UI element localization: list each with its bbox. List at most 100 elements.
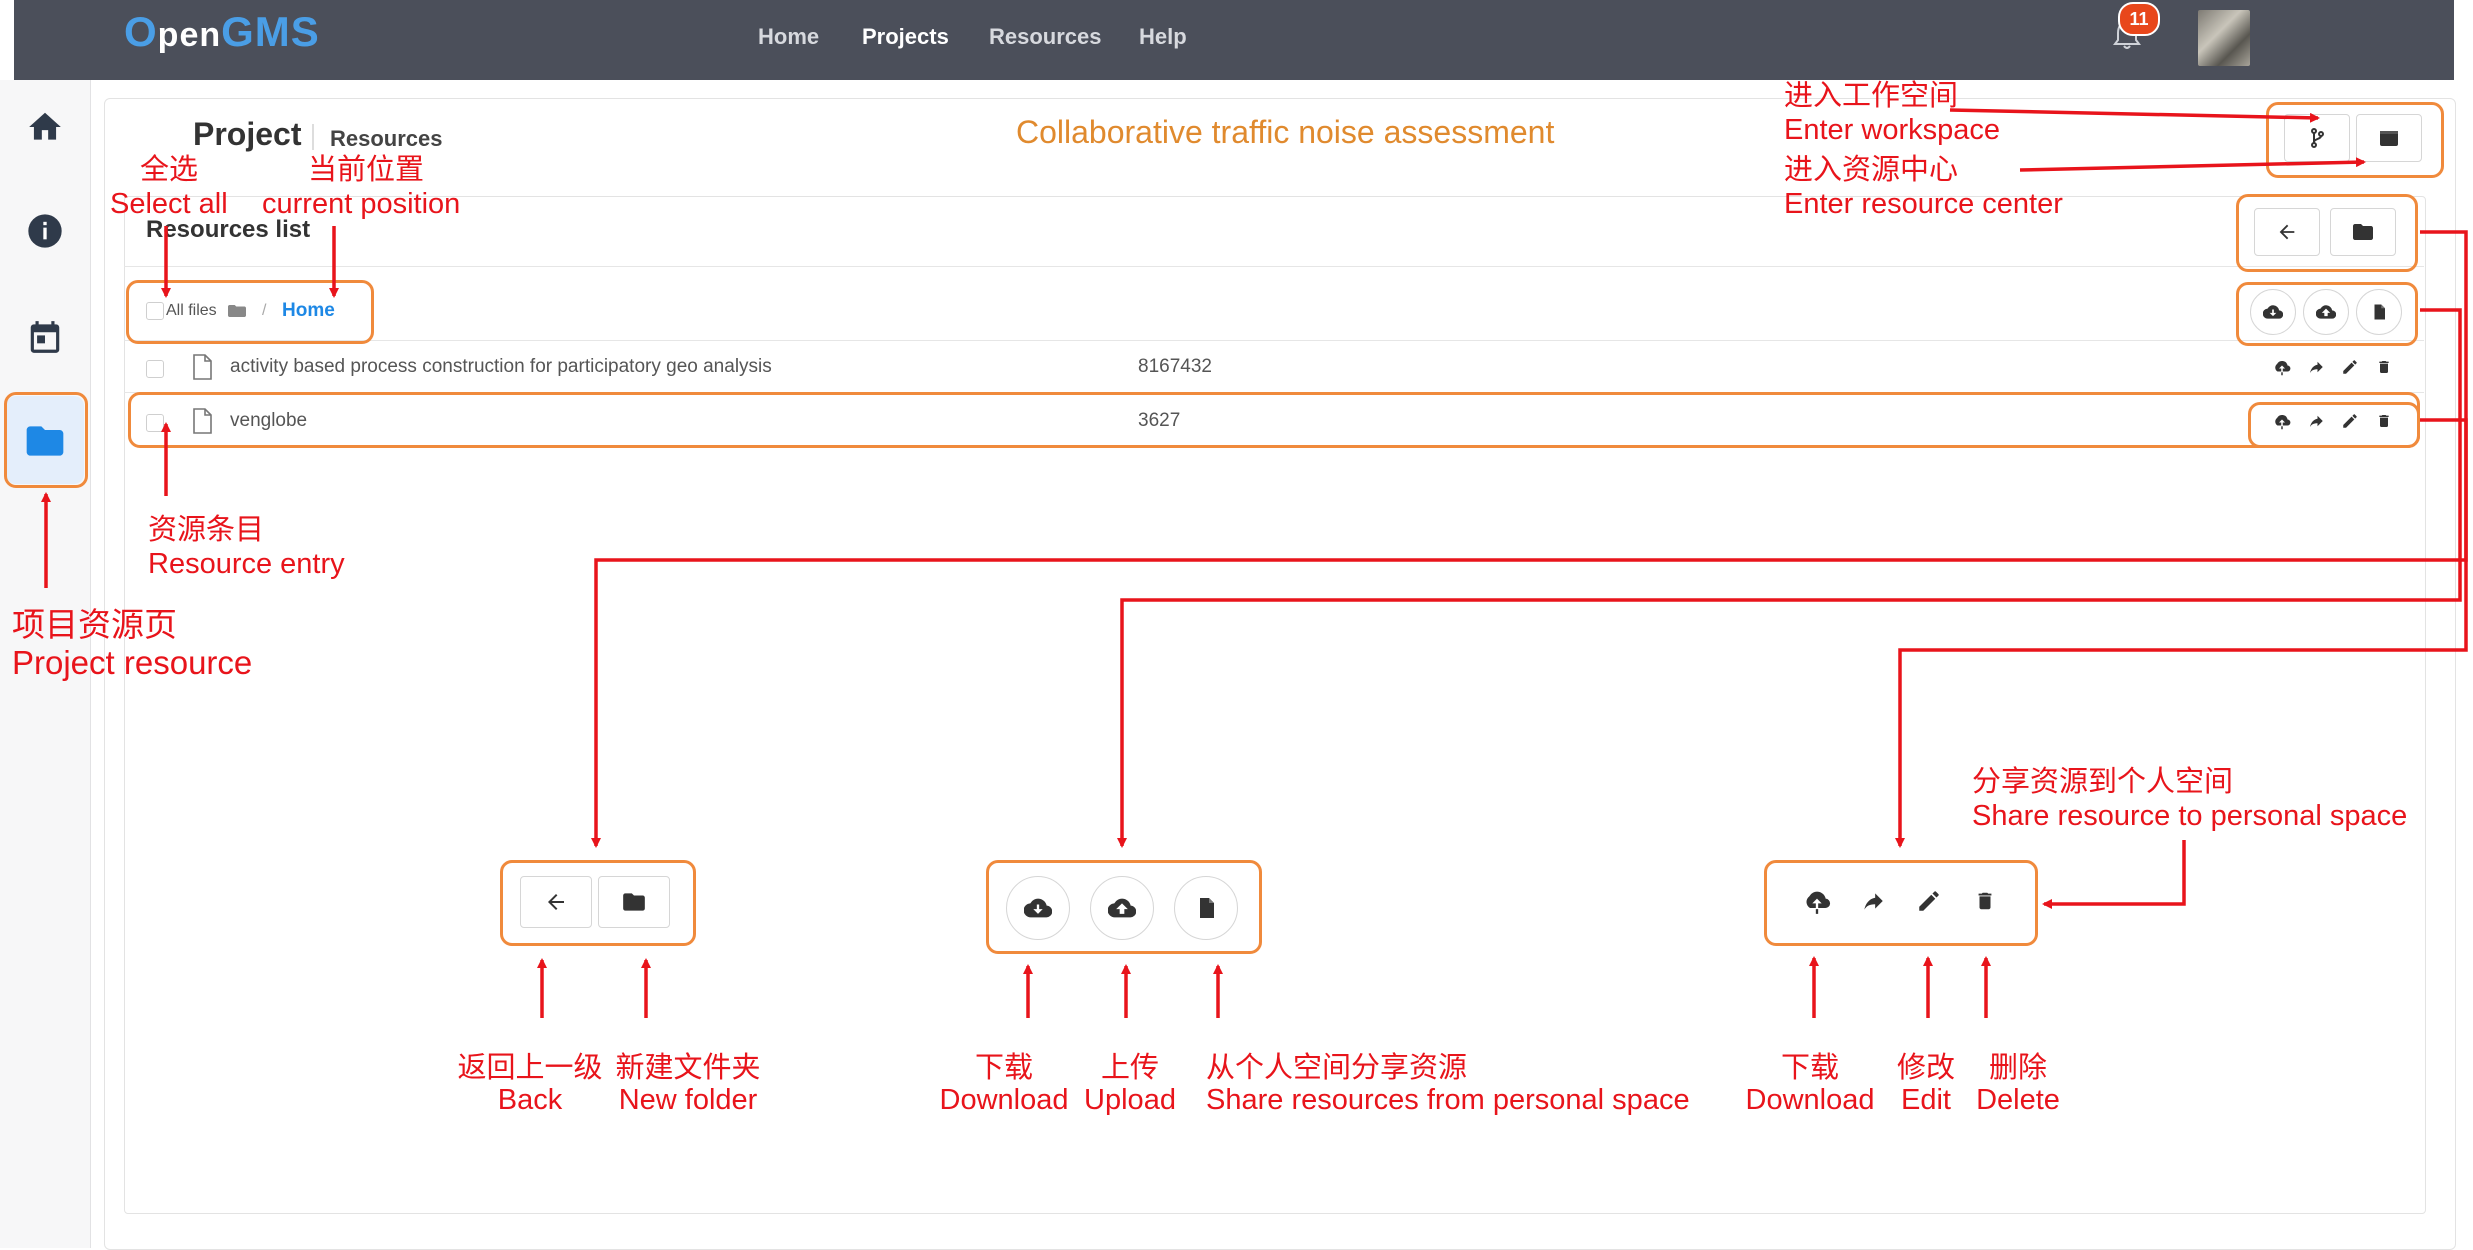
annotation-back-cn: 返回上一级 (457, 1052, 603, 1084)
resources-list-title: Resources list (146, 216, 311, 243)
nav-home[interactable]: Home (758, 24, 820, 49)
resource-name[interactable]: venglobe (230, 410, 308, 431)
annotation-share-from-personal-en: Share resources from personal space (1206, 1084, 1690, 1116)
page-subtitle: Resources (330, 126, 443, 151)
resource-name[interactable]: activity based process construction for … (230, 356, 772, 377)
annotation-workspace-cn: 进入工作空间 (1784, 80, 1959, 112)
highlight-file-ops (2236, 282, 2418, 346)
folder-icon (2353, 224, 2373, 240)
all-files-label[interactable]: All files (166, 302, 217, 319)
annotation-share-from-personal-cn: 从个人空间分享资源 (1206, 1052, 1468, 1084)
annotation-current-position-cn: 当前位置 (308, 154, 425, 186)
highlight-breadcrumb (126, 280, 374, 344)
nav-help[interactable]: Help (1139, 24, 1187, 49)
arrow-left-icon (2279, 224, 2295, 240)
download-icon[interactable] (2272, 411, 2292, 431)
file-icon (193, 408, 212, 434)
cloud-download-icon (2263, 305, 2283, 319)
select-all-checkbox[interactable] (146, 302, 164, 320)
file-icon (1200, 898, 1214, 918)
nav-projects[interactable]: Projects (862, 24, 949, 49)
upload-button[interactable] (2303, 289, 2349, 335)
annotation-project-resource-en: Project resource (12, 644, 253, 681)
share-icon[interactable] (2306, 411, 2326, 431)
row-checkbox[interactable] (146, 360, 164, 378)
resource-size: 3627 (1138, 410, 1181, 431)
share-icon[interactable] (2306, 357, 2326, 377)
zoom-back-newfolder (500, 860, 696, 946)
annotation-download-cn: 下载 (974, 1052, 1033, 1084)
zoom-share-icon (1858, 886, 1888, 916)
opengms-logo[interactable]: OpenGMS (124, 8, 320, 55)
divider (124, 340, 2424, 341)
annotation-upload-cn: 上传 (1100, 1052, 1159, 1084)
annotation-select-all-en: Select all (110, 188, 228, 220)
annotation-workspace-en: Enter workspace (1784, 114, 2000, 146)
delete-icon[interactable] (2374, 411, 2394, 431)
download-icon[interactable] (2272, 357, 2292, 377)
annotation-upload-en: Upload (1084, 1084, 1176, 1116)
zoom-upload-button (1090, 876, 1154, 940)
download-button[interactable] (2250, 289, 2296, 335)
nav-resources[interactable]: Resources (989, 24, 1102, 49)
annotation-delete-en: Delete (1976, 1084, 2060, 1116)
resource-size: 8167432 (1138, 356, 1212, 377)
annotation-edit-cn: 修改 (1896, 1052, 1955, 1084)
annotation-new-folder-en: New folder (618, 1084, 758, 1116)
annotation-share-to-personal-cn: 分享资源到个人空间 (1972, 766, 2234, 798)
annotation-download-en: Download (939, 1084, 1069, 1116)
highlight-row-actions (2248, 402, 2420, 448)
notification-badge: 11 (2118, 2, 2160, 36)
folder-icon (623, 893, 645, 911)
resources-panel (124, 196, 2426, 1214)
annotation-share-to-personal-en: Share resource to personal space (1972, 800, 2408, 832)
delete-icon[interactable] (2374, 357, 2394, 377)
left-sidebar (0, 80, 91, 1248)
zoom-share-from-personal-button (1174, 876, 1238, 940)
cloud-upload-icon (1108, 898, 1136, 918)
folder-icon (228, 305, 246, 317)
annotation-resource-entry-cn: 资源条目 (148, 514, 265, 546)
top-navbar (14, 0, 2454, 80)
edit-icon[interactable] (2340, 411, 2360, 431)
highlight-sidebar-resources (4, 392, 88, 488)
annotation-delete-cn: 删除 (1988, 1052, 2047, 1084)
fork-icon (2311, 128, 2324, 148)
breadcrumb-divider (312, 124, 314, 150)
highlight-back-newfolder (2236, 194, 2418, 272)
user-avatar[interactable] (2198, 10, 2250, 66)
enter-resource-center-button[interactable] (2356, 114, 2422, 162)
folder-icon[interactable] (22, 418, 68, 464)
zoom-back-button (520, 876, 592, 928)
annotation-select-all-cn: 全选 (140, 154, 199, 186)
home-icon[interactable] (22, 104, 68, 150)
annotation-resource-center-en: Enter resource center (1784, 188, 2063, 220)
annotation-edit-en: Edit (1901, 1084, 1951, 1116)
zoom-delete-icon (1970, 886, 2000, 916)
annotation-current-position-en: current position (262, 188, 461, 220)
breadcrumb-separator: / (262, 302, 267, 319)
annotation-resource-center-cn: 进入资源中心 (1784, 154, 1959, 186)
breadcrumb-home[interactable]: Home (282, 300, 335, 321)
page-title: Project (193, 116, 302, 152)
zoom-edit-icon (1914, 886, 1944, 916)
back-button[interactable] (2254, 208, 2320, 256)
edit-icon[interactable] (2340, 357, 2360, 377)
divider (124, 266, 2424, 267)
new-folder-button[interactable] (2330, 208, 2396, 256)
main-panel (104, 98, 2456, 1250)
zoom-file-ops (986, 860, 1262, 954)
share-from-personal-button[interactable] (2356, 289, 2402, 335)
calendar-icon[interactable] (22, 314, 68, 360)
zoom-download-button (1006, 876, 1070, 940)
highlight-header-buttons (2266, 102, 2444, 178)
project-name: Collaborative traffic noise assessment (1016, 114, 1555, 150)
zoom-new-folder-button (598, 876, 670, 928)
annotation-new-folder-cn: 新建文件夹 (615, 1052, 761, 1084)
info-icon[interactable] (22, 208, 68, 254)
box-icon (2380, 131, 2398, 146)
annotation-row-download-en: Download (1745, 1084, 1875, 1116)
annotation-resource-entry-en: Resource entry (148, 548, 345, 580)
annotation-project-resource-cn: 项目资源页 (12, 606, 177, 643)
